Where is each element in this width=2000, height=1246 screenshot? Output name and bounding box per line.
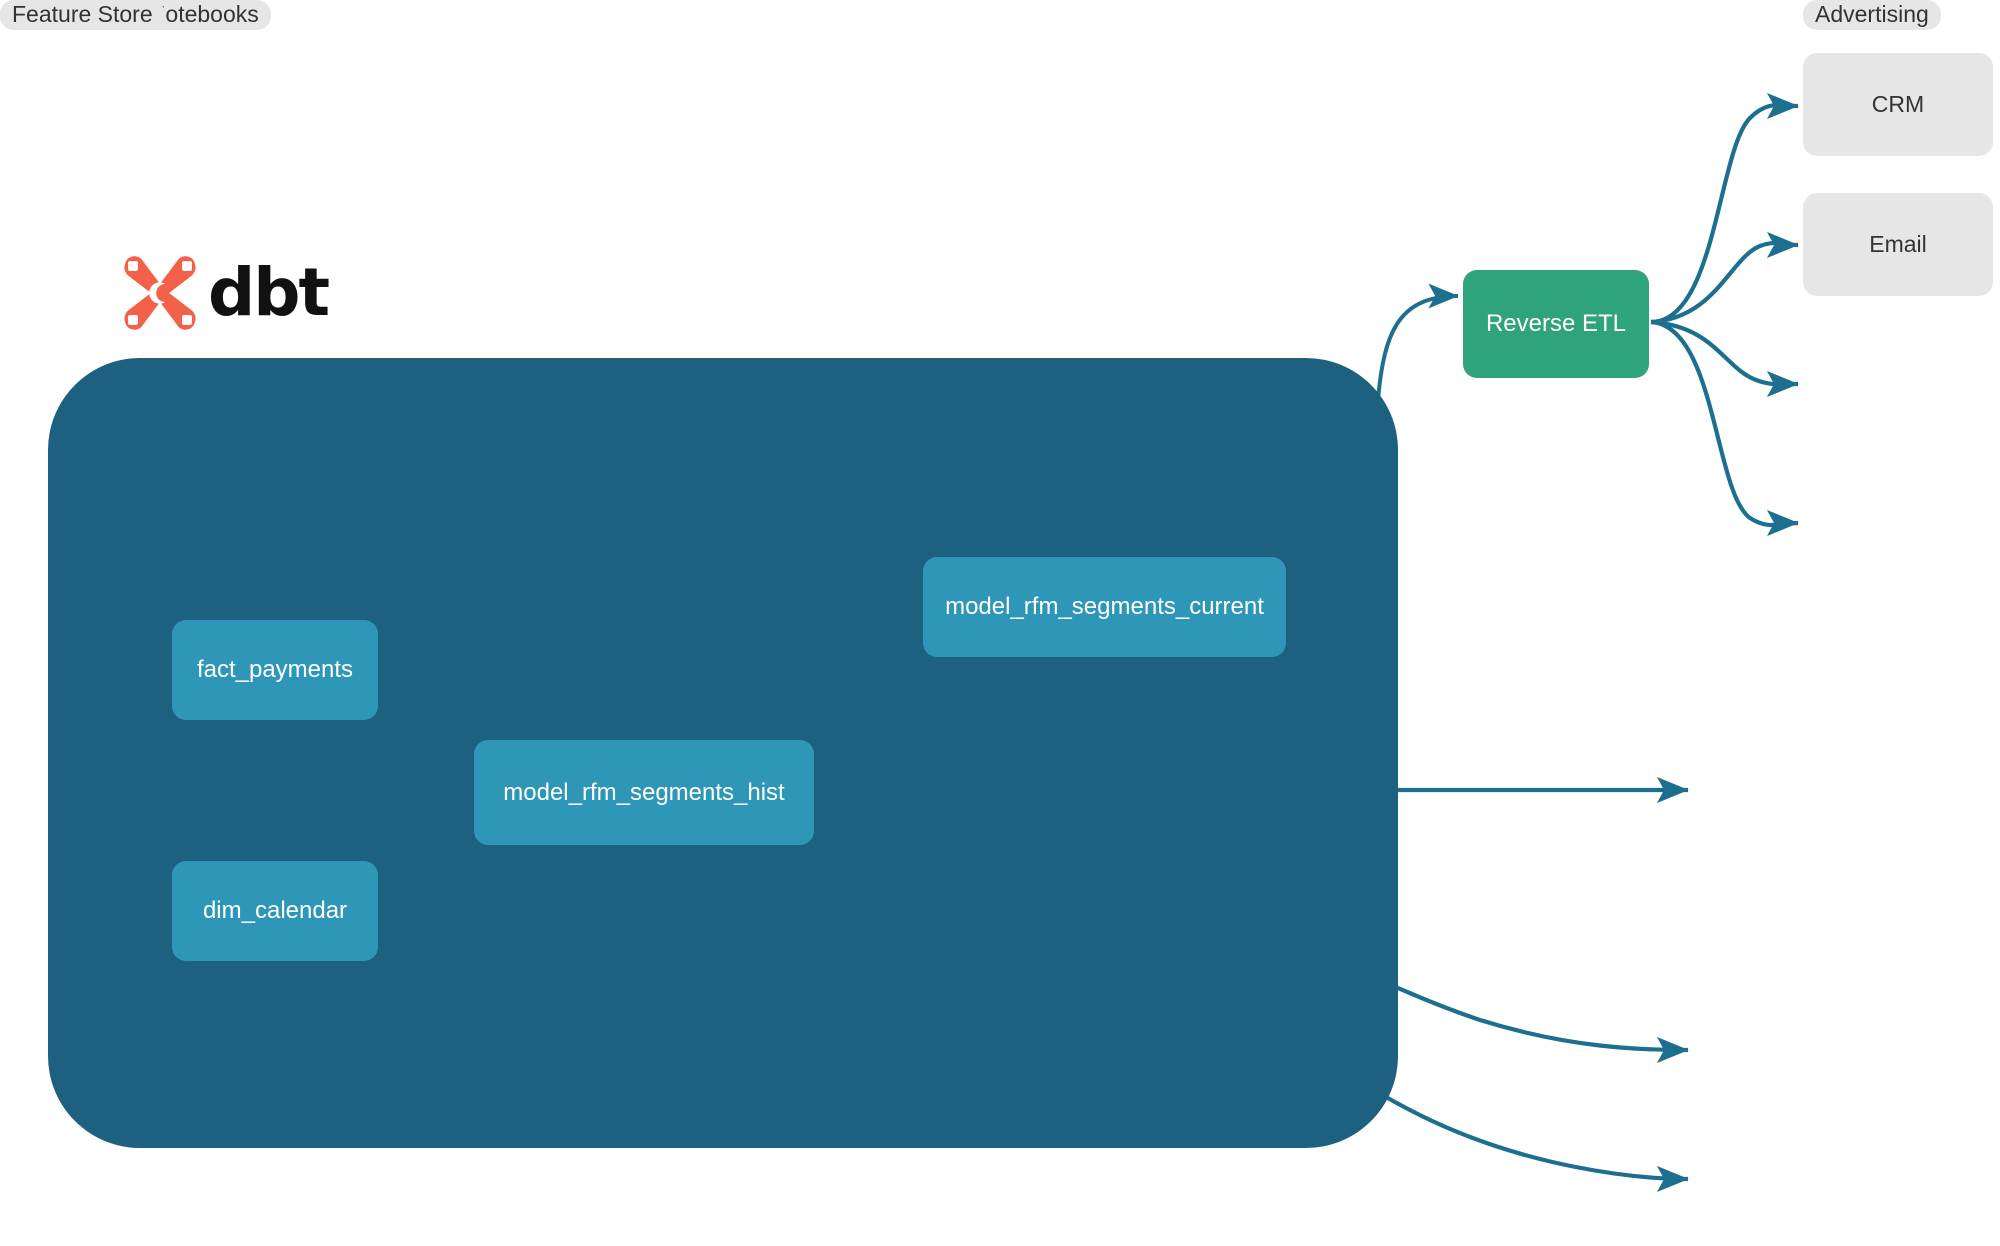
destination-node-crm[interactable]: CRM	[1803, 53, 1993, 156]
model-node-dim-calendar[interactable]: dim_calendar	[172, 861, 378, 961]
dbt-wordmark: dbt	[208, 254, 330, 331]
edge-reverse-etl-to-crm	[1650, 92, 1799, 325]
model-node-rfm-segments-current[interactable]: model_rfm_segments_current	[923, 557, 1286, 657]
edge-group-reverse-etl-fanout	[1650, 92, 1799, 537]
destination-node-advertising[interactable]: Advertising	[1803, 0, 1941, 30]
destination-node-feature-store[interactable]: Feature Store	[0, 0, 165, 30]
dbt-logo-icon	[124, 256, 196, 330]
dbt-brand: dbt	[122, 254, 330, 331]
reverse-etl-node[interactable]: Reverse ETL	[1463, 270, 1649, 378]
edge-reverse-etl-to-email	[1650, 231, 1799, 325]
model-node-rfm-segments-hist[interactable]: model_rfm_segments_hist	[474, 740, 814, 845]
destination-node-email[interactable]: Email	[1803, 193, 1993, 296]
model-node-fact-payments[interactable]: fact_payments	[172, 620, 378, 720]
edge-reverse-etl-to-sms-push	[1650, 319, 1799, 537]
destination-label-line-2: Notebooks	[148, 1, 259, 27]
edge-reverse-etl-to-advertising	[1650, 319, 1799, 398]
